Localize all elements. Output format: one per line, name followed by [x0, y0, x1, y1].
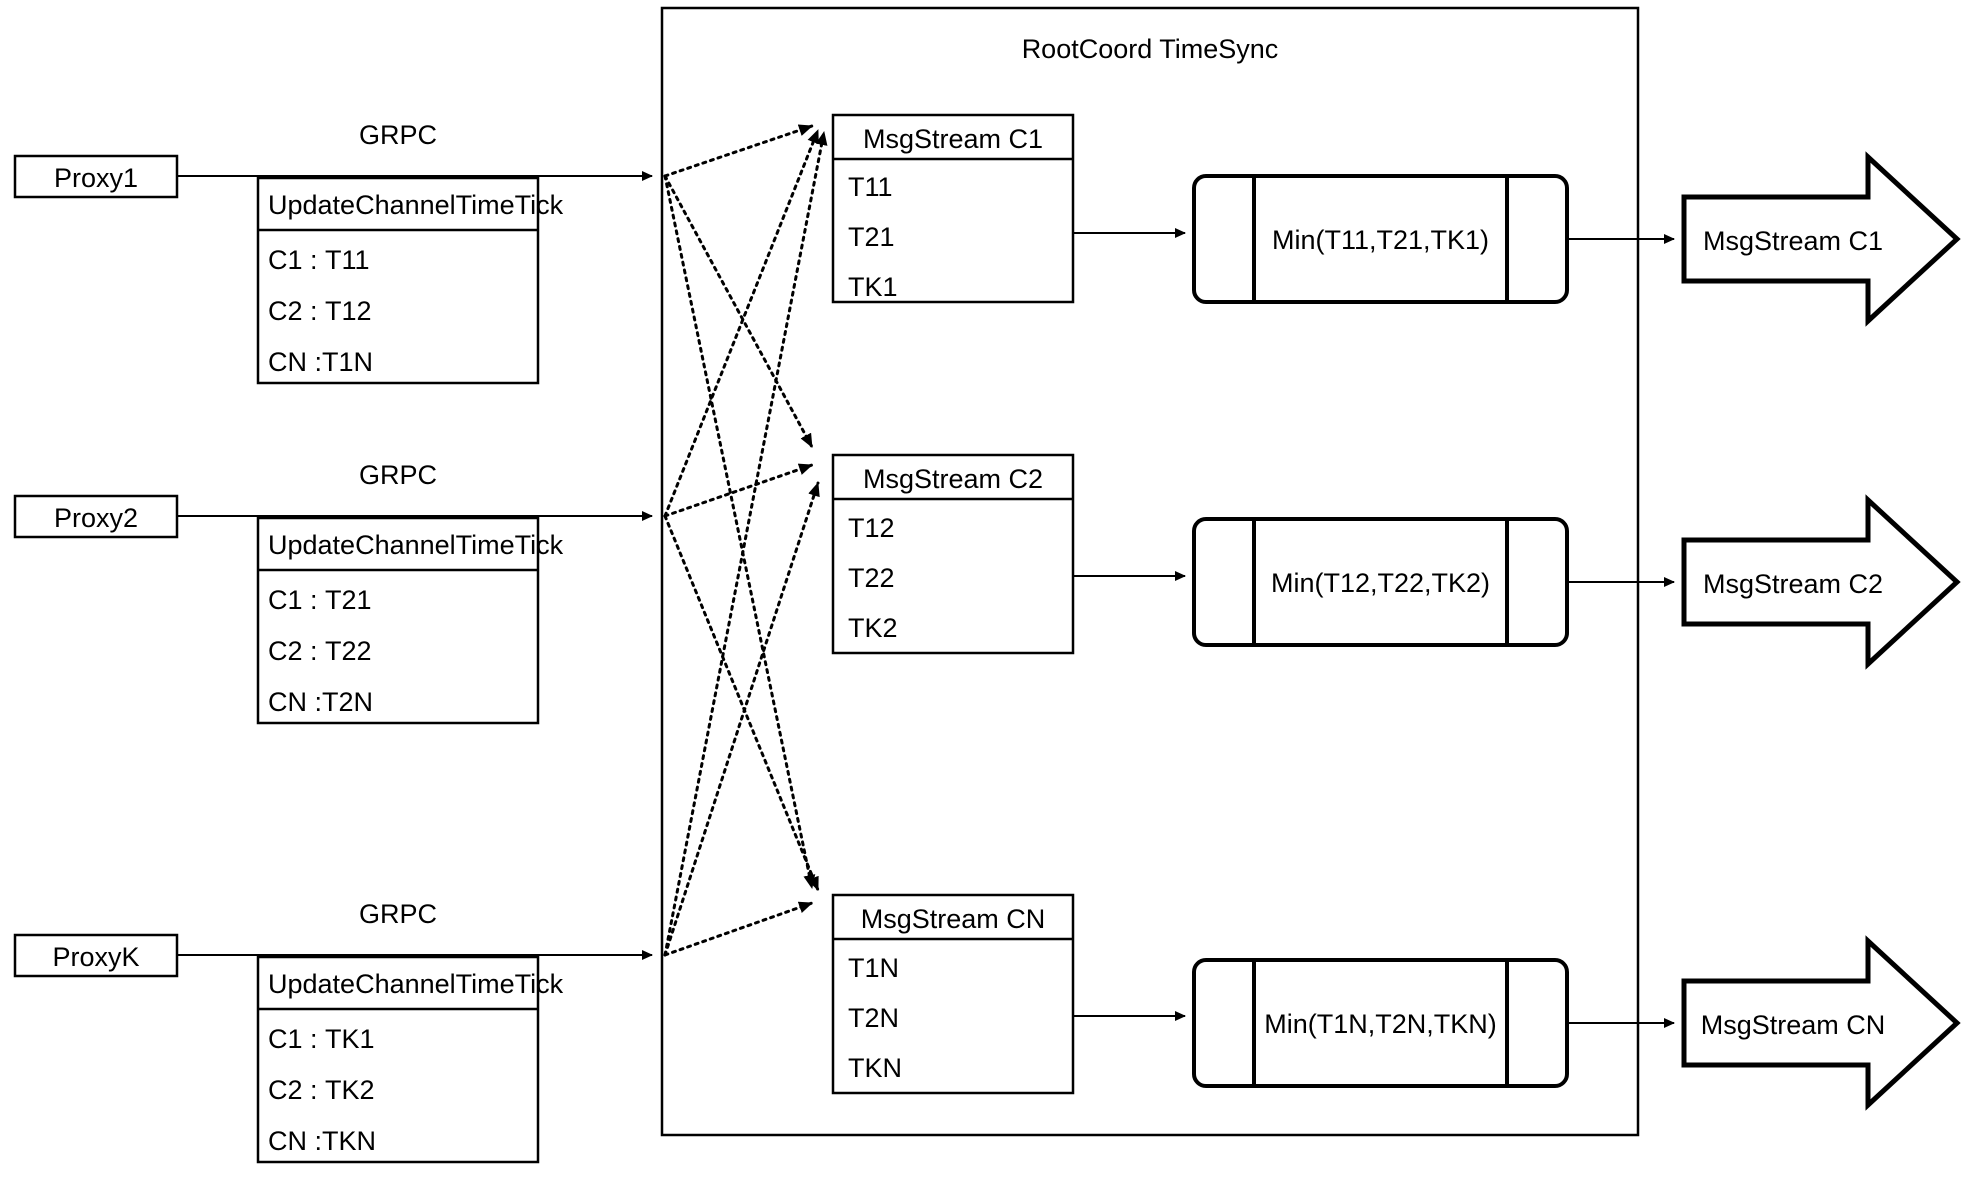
routing-edge-pk-c1 [663, 130, 828, 957]
routing-edge-p1-c2 [663, 174, 814, 449]
proxy-box-2[interactable] [13, 494, 179, 539]
output-arrow-shape-1 [1681, 151, 1961, 327]
request-box-3 [256, 955, 540, 1164]
routing-edge-pk-c2 [663, 481, 820, 957]
output-arrow-shape-2 [1681, 494, 1961, 670]
routing-edge-p2-cn [663, 514, 820, 892]
routing-edge-p1-c1 [663, 124, 814, 178]
request-box-1 [256, 176, 540, 385]
msgstream-box-1 [831, 113, 1075, 304]
msgstream-box-2 [831, 453, 1075, 655]
routing-edge-p2-c2 [663, 463, 814, 518]
timetick-routing-edges [663, 124, 828, 957]
request-box-2 [256, 516, 540, 725]
routing-edge-p1-cn [663, 174, 816, 890]
msgstream-box-3 [831, 893, 1075, 1095]
proxy-box-1[interactable] [13, 154, 179, 199]
min-box-2 [1192, 517, 1569, 647]
routing-edge-p2-c1 [663, 128, 820, 518]
min-box-3 [1192, 958, 1569, 1088]
output-arrow-shape-3 [1681, 935, 1961, 1111]
routing-edge-pk-cn [663, 901, 814, 957]
proxy-box-3[interactable] [13, 933, 179, 978]
rootcoord-timesync-container [660, 6, 1640, 1137]
min-box-1 [1192, 174, 1569, 304]
